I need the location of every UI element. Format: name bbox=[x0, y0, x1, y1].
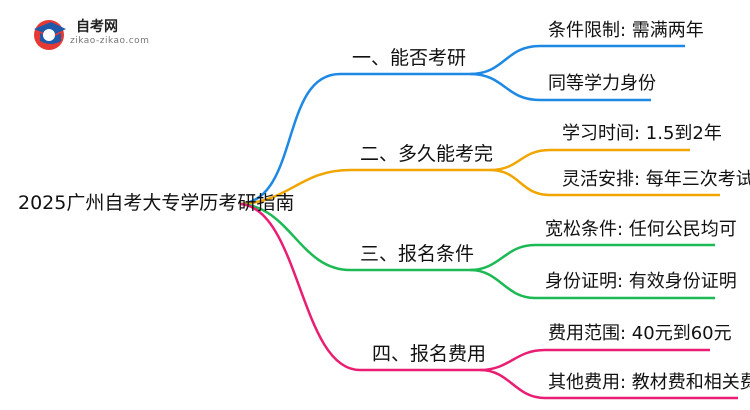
connector-branch-3-leaf-1 bbox=[469, 243, 715, 272]
branch-1-leaf-2: 同等学力身份 bbox=[548, 73, 656, 94]
logo-title: 自考网 bbox=[76, 19, 118, 35]
connector-branch-2-leaf-2 bbox=[489, 168, 720, 197]
branch-2-leaf-2: 灵活安排: 每年三次考试 bbox=[562, 169, 750, 190]
branch-3-leaf-1: 宽松条件: 任何公民均可 bbox=[545, 219, 737, 240]
connector-branch-1-leaf-2 bbox=[469, 72, 651, 102]
branch-4-leaf-2: 其他费用: 教材费和相关费用 bbox=[548, 372, 750, 393]
connector-branch-4-leaf-1 bbox=[479, 348, 710, 372]
connector-branch-3-leaf-2 bbox=[469, 268, 715, 300]
mindmap-root: 2025广州自考大专学历考研指南 bbox=[18, 192, 295, 214]
branch-4-label: 四、报名费用 bbox=[372, 343, 487, 365]
branch-4-leaf-1: 费用范围: 40元到60元 bbox=[548, 323, 732, 344]
connector-root-branch-3 bbox=[239, 202, 470, 272]
graduation-cap-icon bbox=[34, 20, 66, 50]
branch-1-label: 一、能否考研 bbox=[352, 47, 467, 69]
logo-subtitle: zikao-zikao.com bbox=[70, 36, 150, 46]
connector-root-branch-4 bbox=[239, 202, 480, 372]
connector-branch-1-leaf-1 bbox=[469, 44, 685, 76]
branch-3-leaf-2: 身份证明: 有效身份证明 bbox=[545, 271, 737, 292]
connector-branch-4-leaf-2 bbox=[479, 368, 738, 400]
site-logo[interactable]: 自考网 zikao-zikao.com bbox=[30, 14, 150, 54]
connector-root-branch-2 bbox=[239, 168, 490, 206]
branch-2-label: 二、多久能考完 bbox=[360, 143, 494, 165]
branch-3-label: 三、报名条件 bbox=[360, 243, 475, 265]
branch-1-leaf-1: 条件限制: 需满两年 bbox=[548, 20, 704, 41]
connector-branch-2-leaf-1 bbox=[489, 148, 690, 172]
branch-2-leaf-1: 学习时间: 1.5到2年 bbox=[562, 123, 722, 144]
connector-root-branch-1 bbox=[239, 72, 470, 206]
